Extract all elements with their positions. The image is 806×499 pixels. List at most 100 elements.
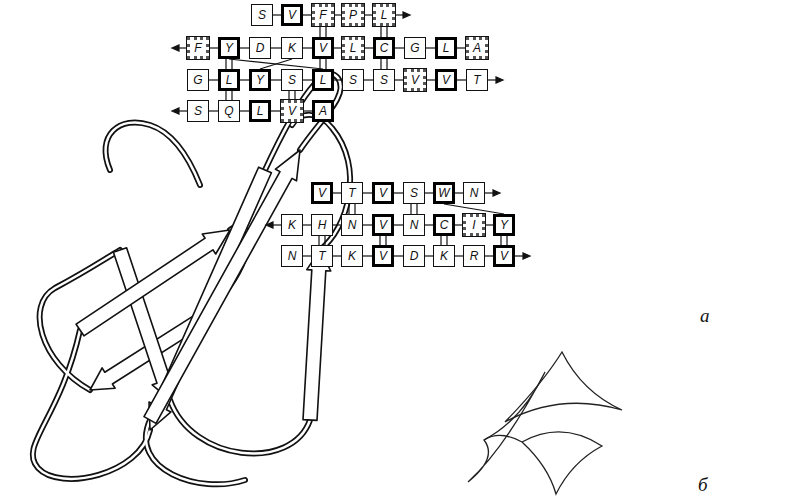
residue-letter: H xyxy=(318,219,327,231)
residue-link xyxy=(425,224,433,225)
residue-letter: V xyxy=(379,187,387,199)
residue-link xyxy=(303,110,312,111)
residue-box: V xyxy=(312,37,334,59)
residue-link xyxy=(209,47,218,48)
residue-box: K xyxy=(433,245,455,267)
residue-link xyxy=(364,47,373,48)
residue-box: V xyxy=(372,245,394,267)
residue-box: S xyxy=(342,69,364,91)
beta-strands xyxy=(76,150,331,430)
residue-box: N xyxy=(463,182,485,204)
residue-link xyxy=(380,236,386,245)
residue-link xyxy=(349,204,355,214)
residue-letter: N xyxy=(348,219,357,231)
residue-box: Q xyxy=(218,100,240,122)
residue-box: L xyxy=(342,37,364,59)
residue-link xyxy=(363,224,372,225)
residue-link xyxy=(395,79,404,80)
residue-link xyxy=(381,59,387,69)
residue-letter: C xyxy=(440,219,449,231)
residue-link xyxy=(334,79,342,80)
residue-link xyxy=(455,192,463,193)
residue-letter: F xyxy=(194,42,201,54)
residue-letter: Y xyxy=(256,74,264,86)
residue-letter: C xyxy=(380,42,389,54)
residue-letter: V xyxy=(379,250,387,262)
residue-letter: Q xyxy=(224,105,233,117)
residue-letter: N xyxy=(470,187,479,199)
residue-link xyxy=(226,59,232,69)
panel-letter: б xyxy=(698,474,708,496)
residue-link xyxy=(334,14,342,15)
residue-box: V xyxy=(311,182,333,204)
residue-box: C xyxy=(433,214,455,236)
residue-box: Y xyxy=(249,69,271,91)
residue-box: S xyxy=(373,69,395,91)
panel-letter: а xyxy=(700,305,710,327)
residue-box: S xyxy=(281,69,303,91)
residue-link xyxy=(260,59,292,69)
residue-letter: I xyxy=(472,219,475,231)
residue-letter: S xyxy=(380,74,388,86)
residue-box: F xyxy=(312,4,334,26)
residue-link xyxy=(457,47,466,48)
residue-letter: L xyxy=(320,74,327,86)
residue-letter: L xyxy=(381,9,388,21)
residue-letter: K xyxy=(288,42,296,54)
residue-link xyxy=(303,224,311,225)
residue-box: T xyxy=(466,69,488,91)
residue-letter: A xyxy=(473,42,481,54)
residue-letter: T xyxy=(473,74,480,86)
residue-letter: F xyxy=(319,9,326,21)
residue-letter: L xyxy=(226,74,233,86)
residue-link xyxy=(271,79,281,80)
residue-letter: D xyxy=(256,42,265,54)
residue-box: R xyxy=(463,245,485,267)
residue-box: V xyxy=(493,245,515,267)
residue-letter: W xyxy=(438,187,449,199)
residue-box: H xyxy=(311,214,333,236)
residue-box: I xyxy=(463,214,485,236)
residue-letter: V xyxy=(500,250,508,262)
residue-letter: Y xyxy=(500,219,508,231)
residue-link xyxy=(320,59,326,69)
residue-box: L xyxy=(373,4,395,26)
residue-link xyxy=(273,14,281,15)
residue-box: N xyxy=(341,214,363,236)
residue-box: N xyxy=(281,245,303,267)
residue-box: S xyxy=(187,100,209,122)
residue-letter: A xyxy=(319,105,327,117)
residue-link xyxy=(411,204,417,214)
residue-link xyxy=(455,224,463,225)
residue-link xyxy=(485,224,493,225)
residue-letter: N xyxy=(288,250,297,262)
residue-letter: V xyxy=(318,187,326,199)
residue-link xyxy=(229,59,323,69)
residue-link xyxy=(364,79,373,80)
residue-link xyxy=(226,91,232,100)
residue-link xyxy=(303,255,311,256)
residue-box: V xyxy=(281,4,303,26)
residue-letter: V xyxy=(319,42,327,54)
residue-link xyxy=(240,110,249,111)
residue-link xyxy=(363,192,372,193)
residue-box: K xyxy=(281,37,303,59)
residue-letter: K xyxy=(288,219,296,231)
residue-letter: S xyxy=(258,9,266,21)
residue-link xyxy=(395,47,404,48)
residue-link xyxy=(240,79,249,80)
residue-letter: V xyxy=(379,219,387,231)
chain-end-arrows xyxy=(172,12,530,259)
residue-link xyxy=(381,26,387,37)
loop-tubes xyxy=(33,74,350,484)
residue-link xyxy=(209,110,218,111)
residue-box: V xyxy=(404,69,426,91)
residue-letter: L xyxy=(257,105,264,117)
residue-link xyxy=(209,79,218,80)
residue-letter: S xyxy=(349,74,357,86)
residue-box: S xyxy=(251,4,273,26)
residue-letter: L xyxy=(350,42,357,54)
residue-box: V xyxy=(435,69,457,91)
residue-box: L xyxy=(249,100,271,122)
residue-link xyxy=(441,236,447,245)
